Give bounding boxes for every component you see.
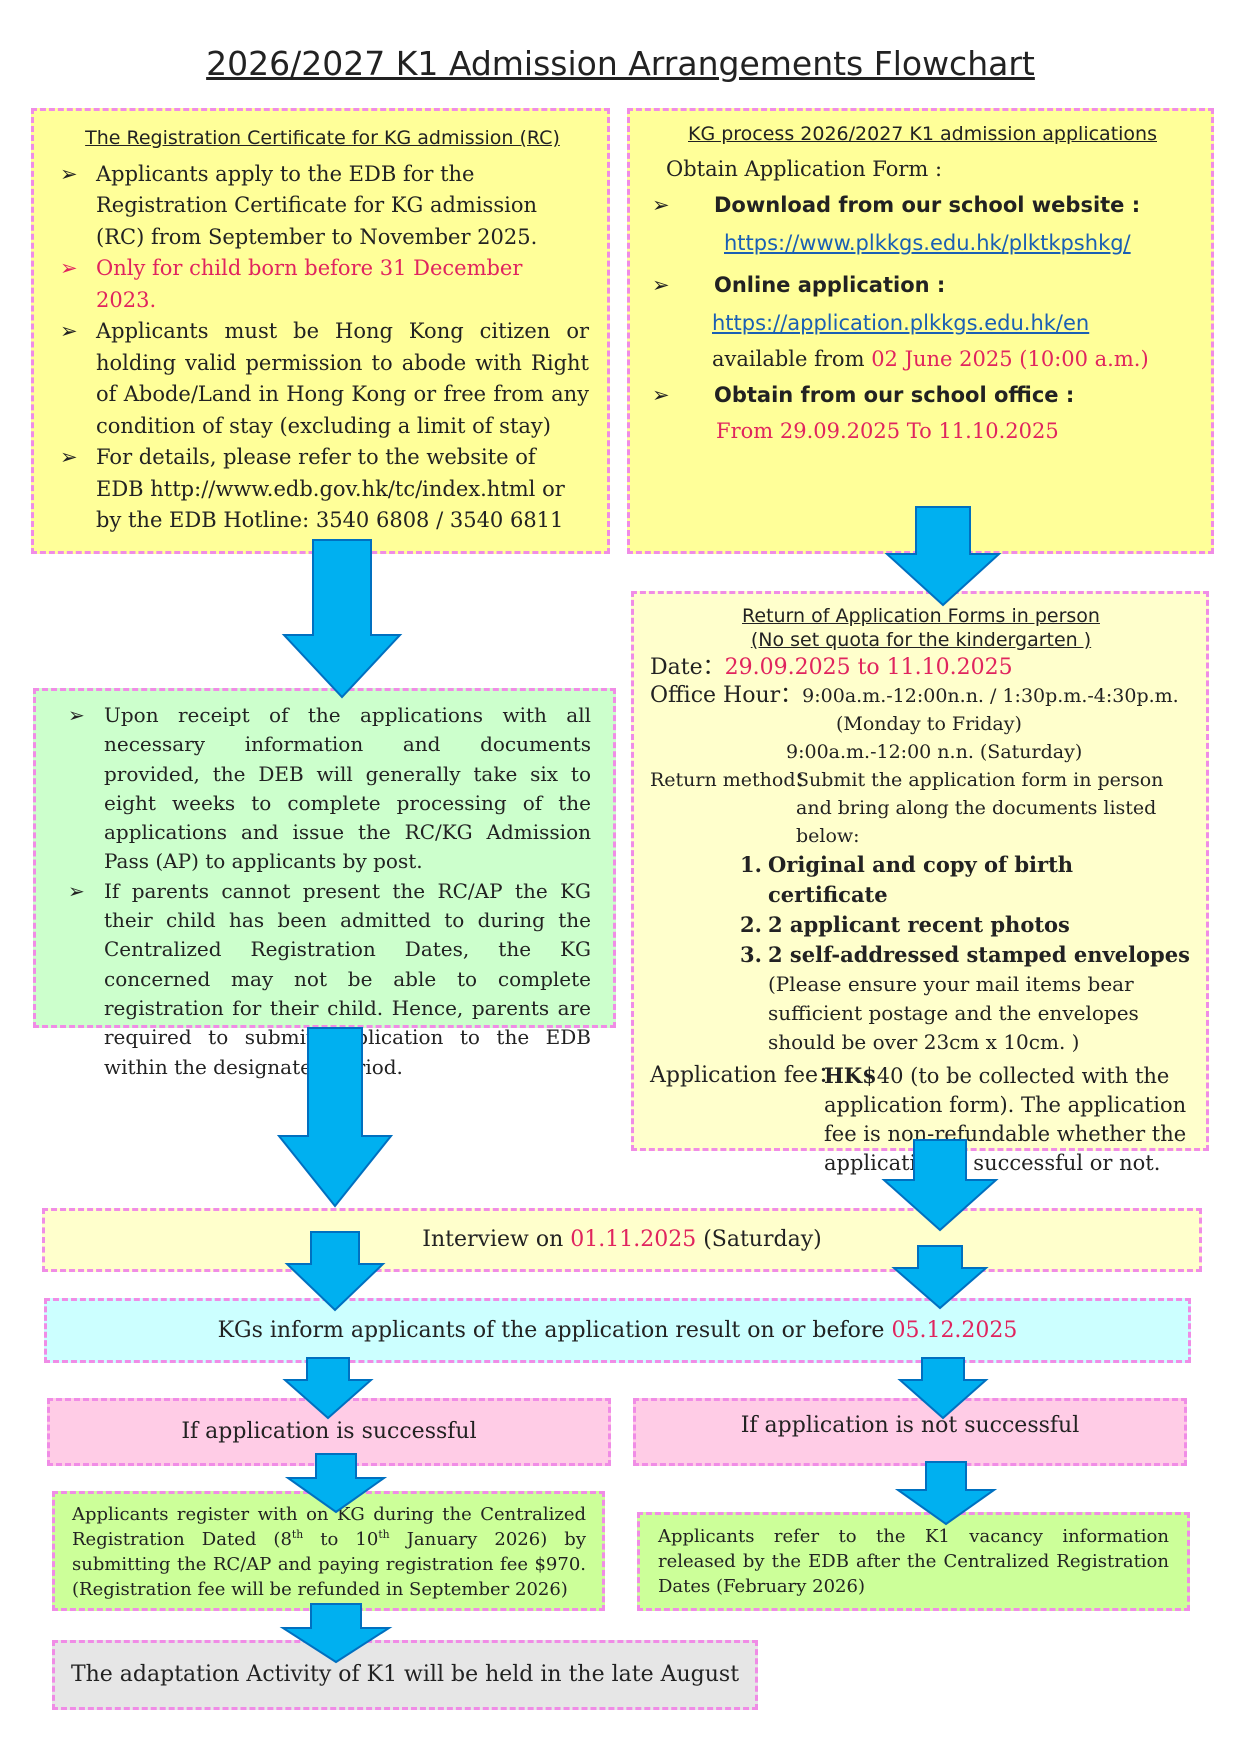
arrow-edb-to-interview	[276, 1027, 394, 1208]
down-arrow-icon	[894, 1461, 998, 1526]
kg-process-box: KG process 2026/2027 K1 admission applic…	[627, 108, 1214, 554]
page-title: 2026/2027 K1 Admission Arrangements Flow…	[206, 44, 1035, 83]
down-arrow-icon	[279, 1603, 393, 1664]
edb-processing-box: ➢Upon receipt of the applications with a…	[33, 688, 616, 1079]
office-hour-saturday: 9:00a.m.-12:00 n.n. (Saturday)	[786, 741, 1083, 763]
down-arrow-icon	[897, 1357, 989, 1420]
return-method: Return method：Submit the application for…	[650, 769, 1164, 847]
office-hour: Office Hour：9:00a.m.-12:00n.n. / 1:30p.m…	[650, 683, 1179, 708]
edb-item: ➢Upon receipt of the applications with a…	[68, 703, 591, 874]
rc-heading: The Registration Certificate for KG admi…	[85, 127, 560, 149]
down-arrow-icon	[284, 1453, 388, 1514]
arrow-bullet-icon: ➢	[652, 273, 670, 297]
arrow-bullet-icon: ➢	[68, 878, 85, 903]
online-application-label: ➢Online application :	[652, 273, 946, 297]
office-hour-weekday: (Monday to Friday)	[836, 713, 1022, 735]
online-application-link[interactable]: https://application.plkkgs.edu.hk/en	[712, 311, 1090, 335]
down-arrow-icon	[284, 1231, 386, 1312]
arrow-bullet-icon: ➢	[60, 256, 78, 280]
school-office-dates: From 29.09.2025 To 11.10.2025	[716, 419, 1059, 443]
register-box: Applicants register with on KG during th…	[52, 1491, 605, 1611]
rc-item: ➢Applicants must be Hong Kong citizen or…	[56, 316, 589, 442]
arrow-return-to-interview	[881, 1139, 999, 1232]
obtain-form-label: Obtain Application Form :	[666, 157, 943, 181]
application-fee: Application fee：HK$40 (to be collected w…	[650, 1063, 1187, 1175]
arrow-bullet-icon: ➢	[60, 445, 78, 469]
down-arrow-icon	[276, 1027, 394, 1208]
down-arrow-icon	[281, 539, 403, 699]
down-arrow-icon	[282, 1357, 374, 1420]
download-label: ➢Download from our school website :	[652, 193, 1141, 217]
document-item: 1.Original and copy of birth certificate	[740, 852, 1074, 907]
arrow-bullet-icon: ➢	[60, 319, 78, 343]
document-item: 3.2 self-addressed stamped envelopes (Pl…	[740, 942, 1190, 1054]
arrow-result-to-successful	[282, 1357, 374, 1420]
return-subheading: (No set quota for the kindergarten )	[750, 629, 1092, 651]
arrow-interview-to-result-right	[891, 1245, 989, 1310]
arrow-result-to-not-successful	[897, 1357, 989, 1420]
down-arrow-icon	[884, 506, 1002, 607]
arrow-bullet-icon: ➢	[60, 161, 78, 186]
arrow-kg-to-return	[884, 506, 1002, 607]
document-item: 2.2 applicant recent photos	[740, 912, 1070, 937]
kg-process-heading: KG process 2026/2027 K1 admission applic…	[688, 123, 1157, 145]
available-from: available from 02 June 2025 (10:00 a.m.)	[712, 347, 1149, 371]
adaptation-box: The adaptation Activity of K1 will be he…	[52, 1640, 758, 1710]
rc-item-eligibility: ➢Only for child born before 31 December …	[56, 253, 589, 316]
arrow-bullet-icon: ➢	[652, 383, 670, 407]
down-arrow-icon	[881, 1139, 999, 1232]
arrow-not-successful-to-vacancy	[894, 1461, 998, 1526]
rc-item: ➢Applicants apply to the EDB for the Reg…	[56, 159, 589, 254]
school-office-label: ➢Obtain from our school office :	[652, 383, 1075, 407]
arrow-bullet-icon: ➢	[652, 193, 670, 217]
interview-bar: Interview on 01.11.2025 (Saturday)	[42, 1208, 1202, 1272]
not-successful-box: If application is not successful	[633, 1398, 1187, 1466]
arrow-register-to-adaptation	[279, 1603, 393, 1664]
return-forms-box: Return of Application Forms in person (N…	[631, 591, 1209, 1175]
rc-item: ➢For details, please refer to the websit…	[56, 442, 589, 537]
arrow-interview-to-result-left	[284, 1231, 386, 1312]
return-heading: Return of Application Forms in person	[742, 605, 1100, 627]
arrow-successful-to-register	[284, 1453, 388, 1514]
down-arrow-icon	[891, 1245, 989, 1310]
rc-box: The Registration Certificate for KG admi…	[31, 108, 610, 554]
vacancy-box: Applicants refer to the K1 vacancy infor…	[637, 1512, 1190, 1611]
documents-list: 1.Original and copy of birth certificate…	[650, 850, 1192, 1057]
school-website-link[interactable]: https://www.plkkgs.edu.hk/plktkpshkg/	[724, 231, 1131, 255]
result-bar: KGs inform applicants of the application…	[44, 1298, 1191, 1363]
return-date: Date：29.09.2025 to 11.10.2025	[650, 655, 1013, 680]
arrow-rc-to-edb	[281, 539, 403, 699]
arrow-bullet-icon: ➢	[68, 703, 85, 727]
